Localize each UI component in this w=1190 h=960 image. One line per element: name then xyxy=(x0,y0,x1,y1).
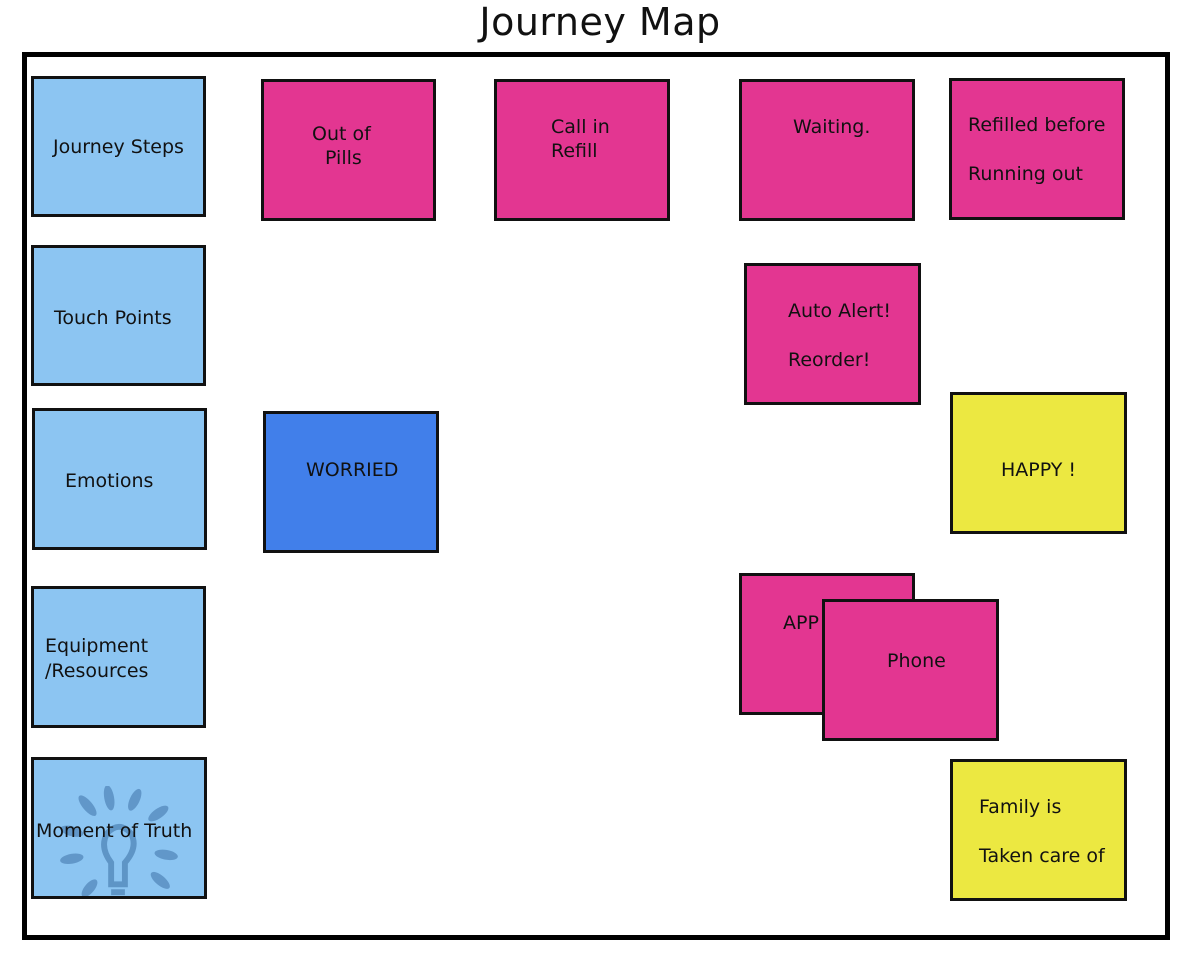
page-title: Journey Map xyxy=(479,0,721,44)
step-out-of-pills[interactable]: Out of Pills xyxy=(261,79,436,221)
equipment-text: APP xyxy=(783,612,819,634)
step-refilled-before-running-out[interactable]: Refilled before Running out xyxy=(949,78,1125,220)
row-label-text: Touch Points xyxy=(54,307,172,329)
step-text-line1: Out of xyxy=(312,123,371,145)
emotion-text: HAPPY ! xyxy=(1001,459,1077,481)
touchpoint-text-line1: Auto Alert! xyxy=(788,300,891,322)
emotion-text: WORRIED xyxy=(306,459,399,481)
equipment-phone[interactable]: Phone xyxy=(822,599,999,741)
row-label-touch-points[interactable]: Touch Points xyxy=(31,245,206,386)
step-waiting[interactable]: Waiting. xyxy=(739,79,915,221)
row-label-text: Moment of Truth xyxy=(36,820,193,842)
step-text-line1: Refilled before xyxy=(968,114,1106,136)
step-text-line2: Refill xyxy=(551,140,598,162)
emotion-happy[interactable]: HAPPY ! xyxy=(950,392,1127,534)
step-text: Waiting. xyxy=(793,116,871,138)
row-label-journey-steps[interactable]: Journey Steps xyxy=(31,76,206,217)
row-label-emotions[interactable]: Emotions xyxy=(32,408,207,550)
moment-text-line2: Taken care of xyxy=(979,845,1105,867)
step-call-in-refill[interactable]: Call in Refill xyxy=(494,79,670,221)
row-label-equipment-resources[interactable]: Equipment /Resources xyxy=(31,586,206,728)
moment-family-taken-care-of[interactable]: Family is Taken care of xyxy=(950,759,1127,901)
row-label-text-line2: /Resources xyxy=(45,660,149,682)
step-text-line1: Call in xyxy=(551,116,610,138)
step-text-line2: Running out xyxy=(968,163,1084,185)
equipment-text: Phone xyxy=(887,650,946,672)
row-label-text-line1: Equipment xyxy=(45,635,149,657)
row-label-text: Journey Steps xyxy=(53,136,184,158)
touchpoint-auto-alert[interactable]: Auto Alert! Reorder! xyxy=(744,263,921,405)
touchpoint-text-line2: Reorder! xyxy=(788,349,871,371)
moment-text-line1: Family is xyxy=(979,796,1062,818)
row-label-text: Emotions xyxy=(65,470,154,492)
step-text-line2: Pills xyxy=(325,147,362,169)
row-label-moment-of-truth[interactable]: Moment of Truth xyxy=(31,757,207,899)
lightbulb-icon xyxy=(60,786,178,896)
emotion-worried[interactable]: WORRIED xyxy=(263,411,439,553)
